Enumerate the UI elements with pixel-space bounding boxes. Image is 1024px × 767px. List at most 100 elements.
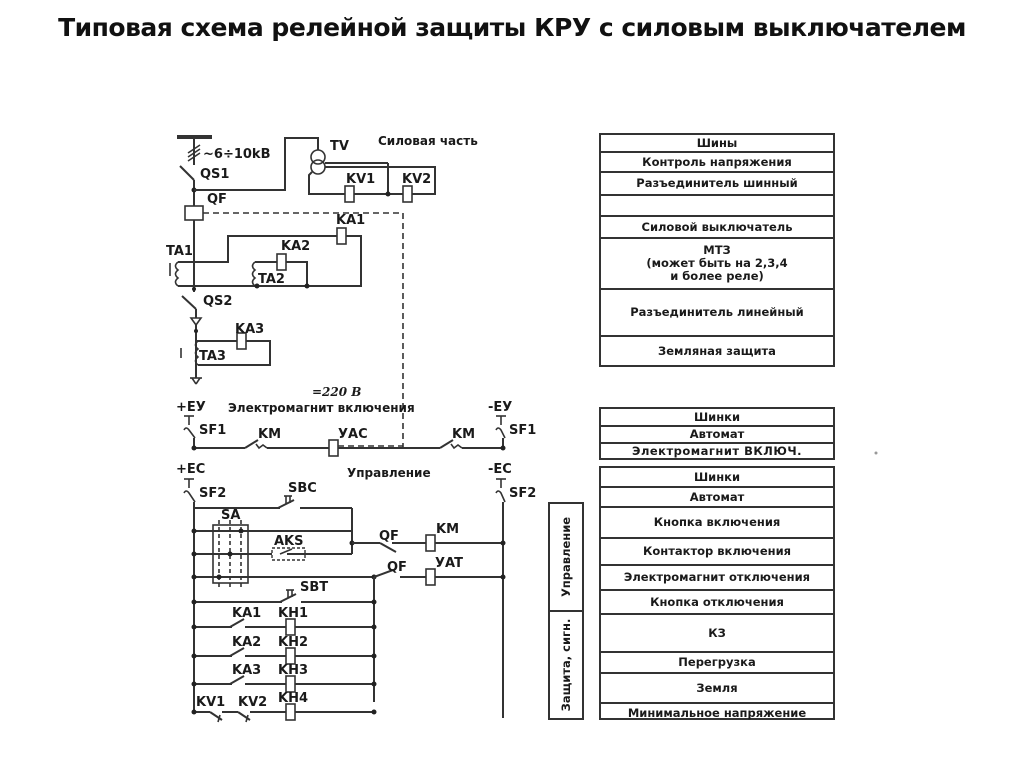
kh4-label: KH4 (278, 691, 308, 706)
junction (191, 653, 197, 659)
arc-chute-icon (450, 443, 463, 450)
junction (191, 528, 197, 534)
kv2-contact-icon (237, 711, 251, 721)
junction (371, 709, 377, 715)
sf1-right-label: SF1 (509, 423, 536, 438)
legend-row: КЗ (601, 613, 833, 651)
signal-row-2: KA2 KH2 (191, 635, 377, 665)
arc-chute-icon (255, 443, 268, 450)
kh3-label: KH3 (278, 663, 308, 678)
sf2-left-label: SF2 (199, 486, 226, 501)
contact-mark (217, 714, 221, 723)
ta1-current-transformer-icon (169, 261, 180, 287)
ka3-contact-label: KA3 (232, 663, 261, 678)
ka3-label: KA3 (235, 322, 264, 337)
junction (191, 445, 197, 451)
tv-label: TV (330, 139, 349, 154)
aks-relay-box (271, 547, 306, 561)
page-title: Типовая схема релейной защиты КРУ с сило… (58, 13, 966, 42)
legend-row: Земля (601, 672, 833, 702)
kv1-contact-icon (209, 711, 223, 721)
tv-feed-wire (194, 137, 319, 191)
ka1-label: KA1 (336, 213, 365, 228)
minus-ey-label: -EУ (488, 400, 512, 415)
qf-breaker (184, 205, 204, 221)
wire (198, 340, 271, 366)
plus-ey-label: +EУ (176, 400, 206, 415)
sf1-right-breaker-icon (495, 427, 506, 439)
legend-row: МТЗ (может быть на 2,3,4 и более реле) (601, 237, 833, 288)
ka1-return (178, 235, 362, 287)
control-heading: Управление (347, 466, 431, 480)
km-coil (425, 534, 436, 552)
sf2-left-breaker-icon (183, 490, 196, 503)
junction (254, 283, 260, 289)
tv-secondary-wire (325, 166, 436, 195)
sa-contact (238, 528, 244, 534)
side-group-label: Управление (559, 516, 573, 598)
sbt-label: SBT (300, 580, 328, 595)
kh1-label: KH1 (278, 606, 308, 621)
junction (191, 574, 197, 580)
qf-close-label: QF (379, 529, 399, 544)
side-group-control: Управление (550, 504, 582, 610)
signal-row-1: KA1 KH1 (191, 606, 377, 636)
junction (191, 624, 197, 630)
ka2-contact-label: KA2 (232, 635, 261, 650)
kv2-contact-label: KV2 (238, 695, 267, 710)
legend-row: Контактор включения (601, 537, 833, 564)
ta3-label: TA3 (199, 349, 226, 364)
sbc-label: SBC (288, 481, 317, 496)
three-phase-mark-icon (187, 144, 201, 162)
aks-label: AKS (274, 534, 304, 549)
qs2-label: QS2 (203, 294, 232, 309)
kv1-label: KV1 (346, 172, 375, 187)
ka1-contact-label: KA1 (232, 606, 261, 621)
junction (371, 681, 377, 687)
tv-secondary-wire (308, 171, 345, 195)
aks-contact-icon (279, 548, 293, 555)
kv2-label: KV2 (402, 172, 431, 187)
sf2-right-breaker-icon (495, 490, 506, 503)
side-group-protection: Защита, сигн. (550, 610, 582, 718)
signal-row-4: KV1 KV2 KH4 (191, 691, 377, 723)
kh1-relay (285, 618, 296, 636)
ka1-contact-icon (229, 618, 245, 628)
sa-contact (227, 551, 233, 557)
legend-row: Электромагнит ВКЛЮЧ. (601, 442, 833, 458)
legend-row: Автомат (601, 486, 833, 506)
kh2-label: KH2 (278, 635, 308, 650)
ka1-coil (336, 227, 347, 245)
wire (286, 261, 308, 286)
junction (500, 445, 506, 451)
ta1-label: TA1 (166, 244, 193, 259)
ta3-current-transformer-icon (180, 340, 200, 366)
qs2-switch-icon (181, 295, 197, 310)
legend-row: Кнопка отключения (601, 589, 833, 613)
legend-row: Минимальное напряжение (601, 702, 833, 722)
stray-dot (874, 451, 878, 455)
side-group-label: Защита, сигн. (559, 618, 573, 712)
legend-row: Разъединитель линейный (601, 288, 833, 335)
legend-row: Силовой выключатель (601, 215, 833, 237)
sf1-left-label: SF1 (199, 423, 226, 438)
kh3-relay (285, 675, 296, 693)
kv1-coil (344, 185, 355, 203)
legend-row: Контроль напряжения (601, 151, 833, 171)
km-coil-label: KM (436, 522, 459, 537)
qs1-switch-icon (179, 165, 195, 181)
legend-closing-table: Шинки Автомат Электромагнит ВКЛЮЧ. (599, 407, 835, 460)
junction (304, 283, 310, 289)
qs1-label: QS1 (200, 167, 229, 182)
ka2-label: KA2 (281, 239, 310, 254)
junction (194, 329, 198, 333)
junction (191, 599, 197, 605)
junction (191, 709, 197, 715)
yat-coil (425, 568, 436, 586)
km-right-contact-icon (439, 439, 454, 449)
legend-row (601, 194, 833, 215)
closing-heading: Электромагнит включения (228, 401, 415, 415)
junction (371, 653, 377, 659)
kv2-coil (402, 185, 413, 203)
